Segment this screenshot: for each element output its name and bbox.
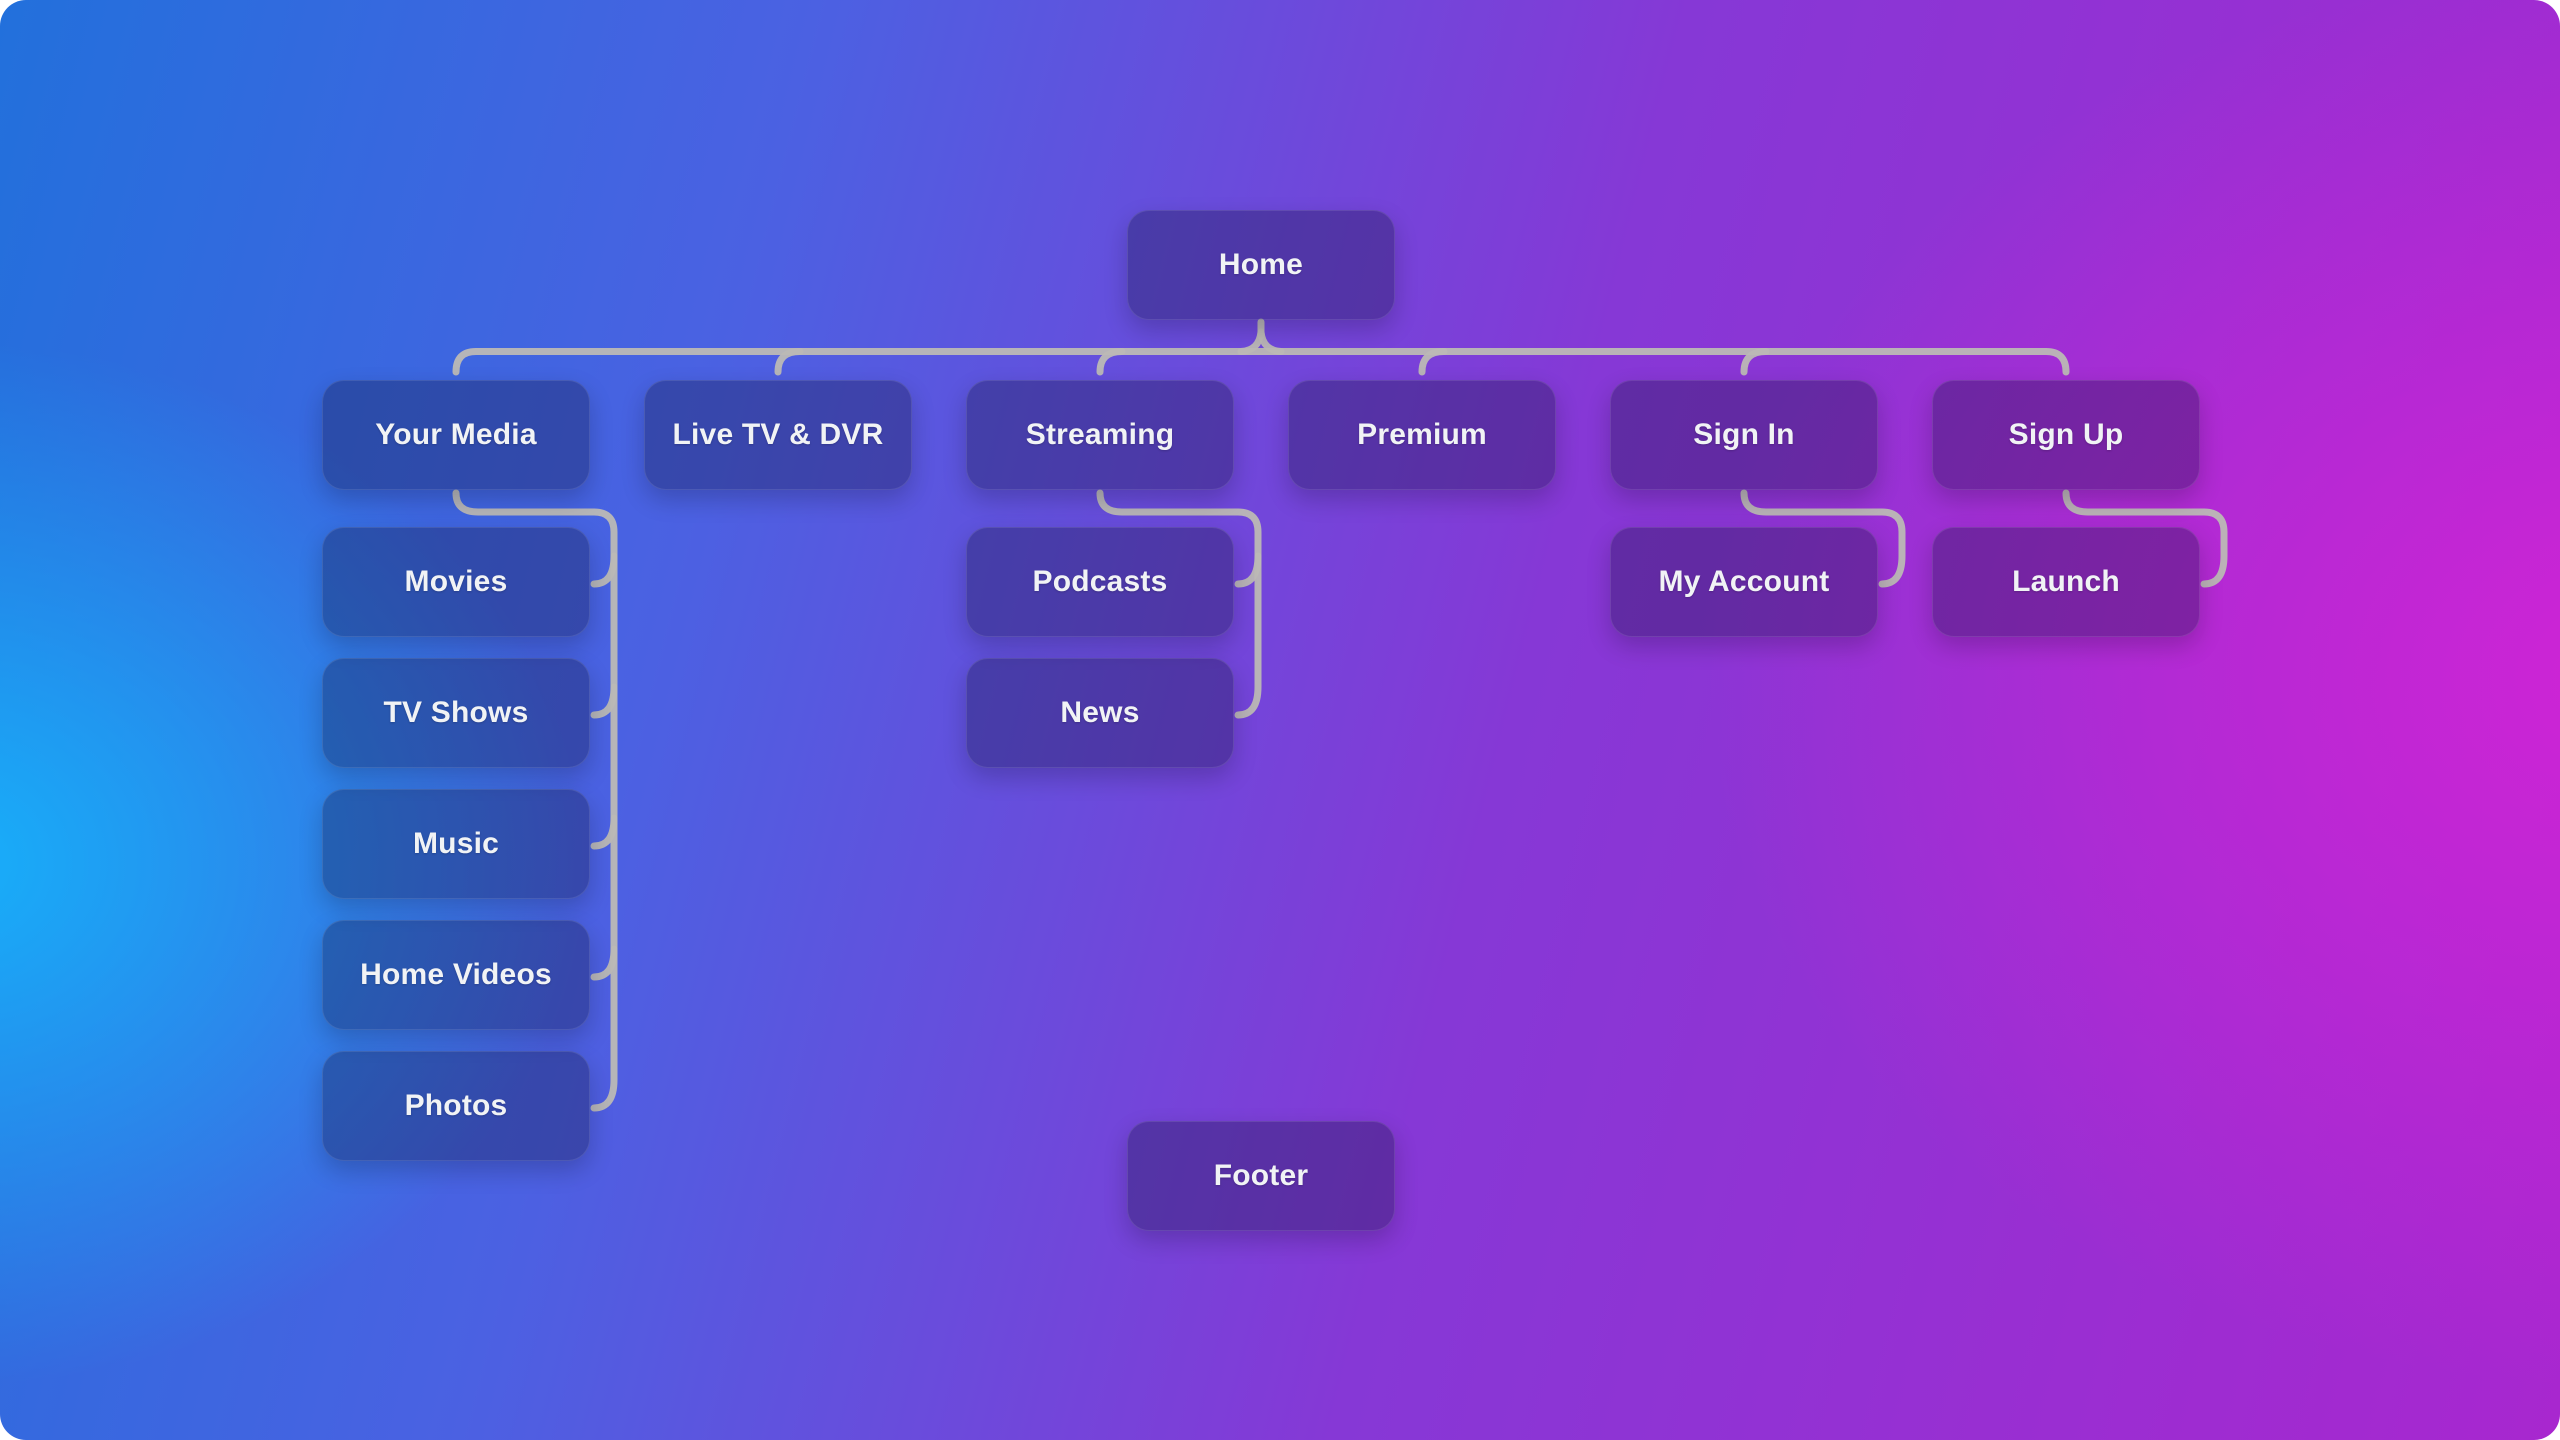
node-podcasts[interactable]: Podcasts [966, 527, 1234, 637]
node-live-tv-dvr[interactable]: Live TV & DVR [644, 380, 912, 490]
node-photos[interactable]: Photos [322, 1051, 590, 1161]
node-my-account[interactable]: My Account [1610, 527, 1878, 637]
node-your-media[interactable]: Your Media [322, 380, 590, 490]
node-label-launch: Launch [2012, 565, 2120, 598]
connector-bus-stub-premium [1418, 348, 1448, 376]
node-label-photos: Photos [404, 1089, 508, 1122]
node-premium[interactable]: Premium [1288, 380, 1556, 490]
node-label-streaming: Streaming [1025, 418, 1175, 451]
node-launch[interactable]: Launch [1932, 527, 2200, 637]
node-home[interactable]: Home [1127, 210, 1395, 320]
node-label-premium: Premium [1357, 418, 1487, 451]
connector-home-bus [452, 348, 2070, 376]
node-home-videos[interactable]: Home Videos [322, 920, 590, 1030]
node-streaming[interactable]: Streaming [966, 380, 1234, 490]
node-news[interactable]: News [966, 658, 1234, 768]
connector-bus-stub-live-tv-dvr [774, 348, 804, 376]
node-movies[interactable]: Movies [322, 527, 590, 637]
node-label-home-videos: Home Videos [360, 958, 552, 991]
node-label-sign-up: Sign Up [2008, 418, 2124, 451]
node-label-home: Home [1218, 248, 1304, 281]
node-label-podcasts: Podcasts [1032, 565, 1168, 598]
node-sign-up[interactable]: Sign Up [1932, 380, 2200, 490]
node-sign-in[interactable]: Sign In [1610, 380, 1878, 490]
connector-hook-podcasts [1234, 552, 1262, 588]
connector-hook-home-videos [590, 945, 618, 981]
node-label-music: Music [412, 827, 500, 860]
node-tv-shows[interactable]: TV Shows [322, 658, 590, 768]
node-label-live-tv-dvr: Live TV & DVR [672, 418, 884, 451]
node-label-my-account: My Account [1658, 565, 1830, 598]
connector-hook-tv-shows [590, 683, 618, 719]
node-label-your-media: Your Media [375, 418, 537, 451]
connector-hook-music [590, 814, 618, 850]
node-music[interactable]: Music [322, 789, 590, 899]
node-footer[interactable]: Footer [1127, 1121, 1395, 1231]
node-label-news: News [1060, 696, 1140, 729]
connector-home-flare-right [1257, 328, 1285, 355]
node-label-tv-shows: TV Shows [383, 696, 529, 729]
node-label-movies: Movies [404, 565, 508, 598]
connector-home-flare-left [1237, 328, 1265, 355]
connector-bus-stub-sign-in [1740, 348, 1770, 376]
node-label-sign-in: Sign In [1693, 418, 1795, 451]
connector-hook-movies [590, 552, 618, 588]
connector-bus-stub-streaming [1096, 348, 1126, 376]
node-label-footer: Footer [1213, 1159, 1309, 1192]
